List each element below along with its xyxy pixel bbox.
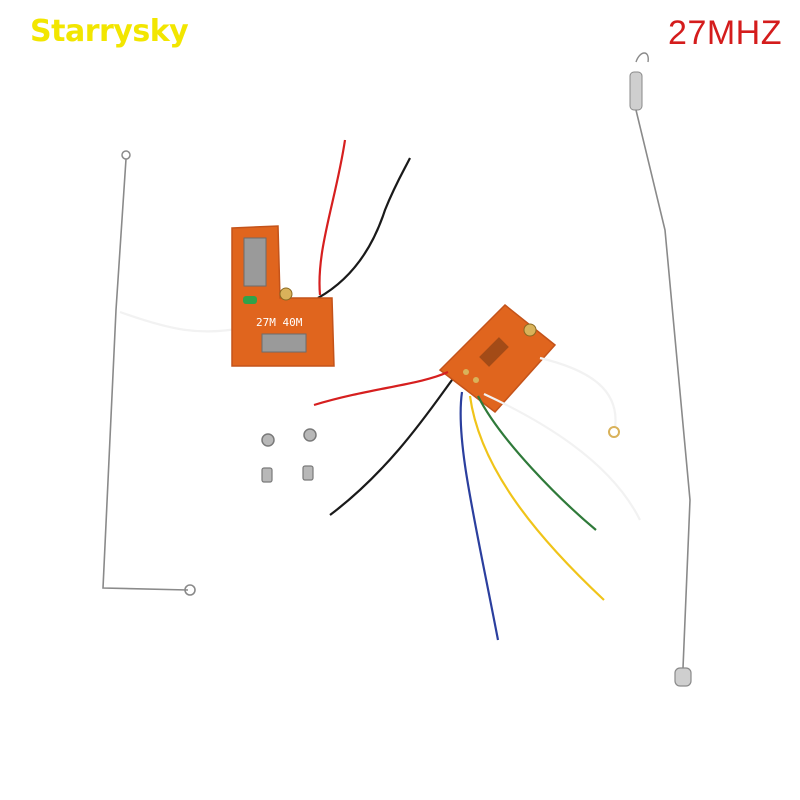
large-board-trimmer [523,323,537,337]
right-antenna-hook [635,52,649,63]
large-board-pad-2 [473,377,479,383]
frequency-label: 27MHZ [668,14,782,52]
large-board-pcb [438,303,557,414]
screw-nut-2 [303,428,317,442]
right-antenna [629,52,692,687]
screw-1 [261,467,273,483]
brand-label: Starrysky [30,14,189,49]
small-board-component-2 [261,333,307,353]
large-board-white-wire-1 [483,393,641,521]
large-board-red-wire [313,371,449,407]
small-board-green-led [243,296,257,304]
right-antenna-spring [629,71,643,111]
left-antenna-end-loop [184,584,196,596]
left-antenna-wire [102,158,189,591]
large-board-white-wire-2 [539,356,617,429]
left-antenna-top-loop [121,150,131,160]
large-board-pad-1 [463,369,469,375]
screw-2 [302,465,314,481]
large-board [438,303,557,414]
screw-nut-1 [261,433,275,447]
small-board-trimmer [279,287,293,301]
small-board-white-wire [119,310,243,333]
large-board-ring-terminal [608,426,620,438]
right-antenna-wire [635,109,691,669]
small-board-silkscreen: 27M 40M [256,316,303,329]
screws [261,428,317,483]
large-board-blue-wire [459,391,500,641]
large-board-yellow-wire [468,395,605,601]
large-board-black-wire [329,379,453,516]
small-board: 27M 40M [231,139,411,367]
large-board-chip [479,337,509,367]
right-antenna-ferrule [674,667,692,687]
small-board-black-wire [317,157,411,299]
small-board-red-wire [318,139,347,296]
small-board-component-1 [243,237,267,287]
large-board-green-wire [477,395,597,531]
left-antenna [102,150,196,596]
